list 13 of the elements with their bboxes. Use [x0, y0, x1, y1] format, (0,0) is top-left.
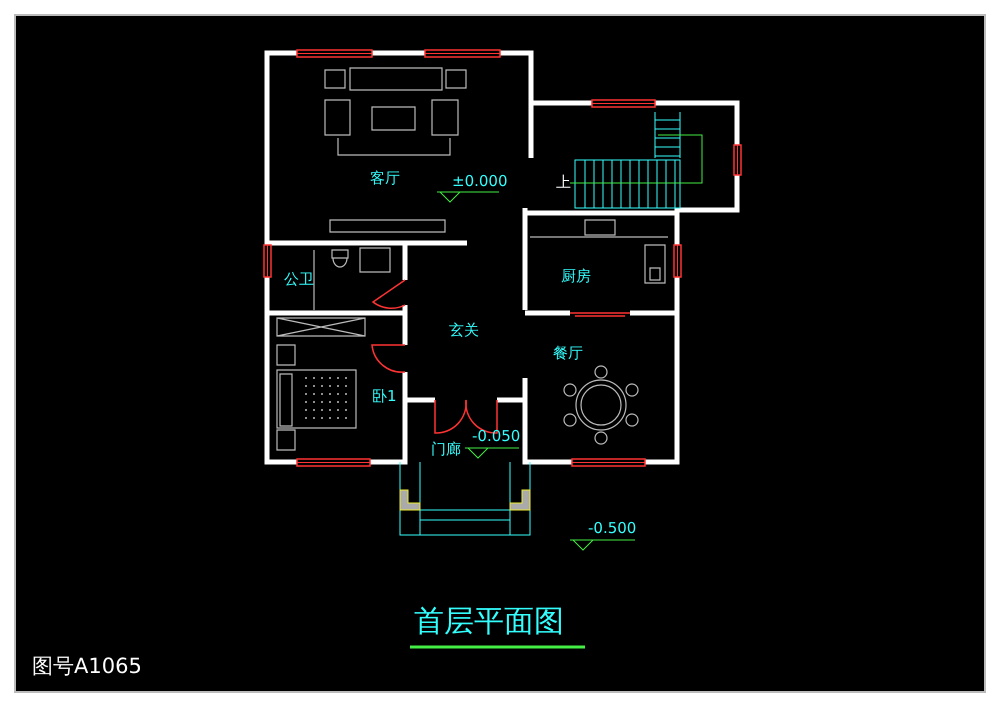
room-label: 公卫: [284, 272, 314, 287]
drawing-title: 首层平面图: [414, 607, 564, 637]
room-label: 餐厅: [553, 346, 583, 361]
room-label: 卧1: [372, 389, 397, 404]
room-label: 门廊: [431, 442, 461, 457]
room-label: 厨房: [561, 269, 591, 284]
room-label: 玄关: [449, 323, 479, 338]
elevation-label: -0.500: [588, 521, 636, 536]
elevation-label: -0.050: [472, 429, 520, 444]
stair-direction-label: 上: [556, 175, 571, 190]
drawing-number: 图号A1065: [32, 656, 142, 677]
room-label: 客厅: [370, 171, 400, 186]
elevation-label: ±0.000: [452, 174, 508, 189]
